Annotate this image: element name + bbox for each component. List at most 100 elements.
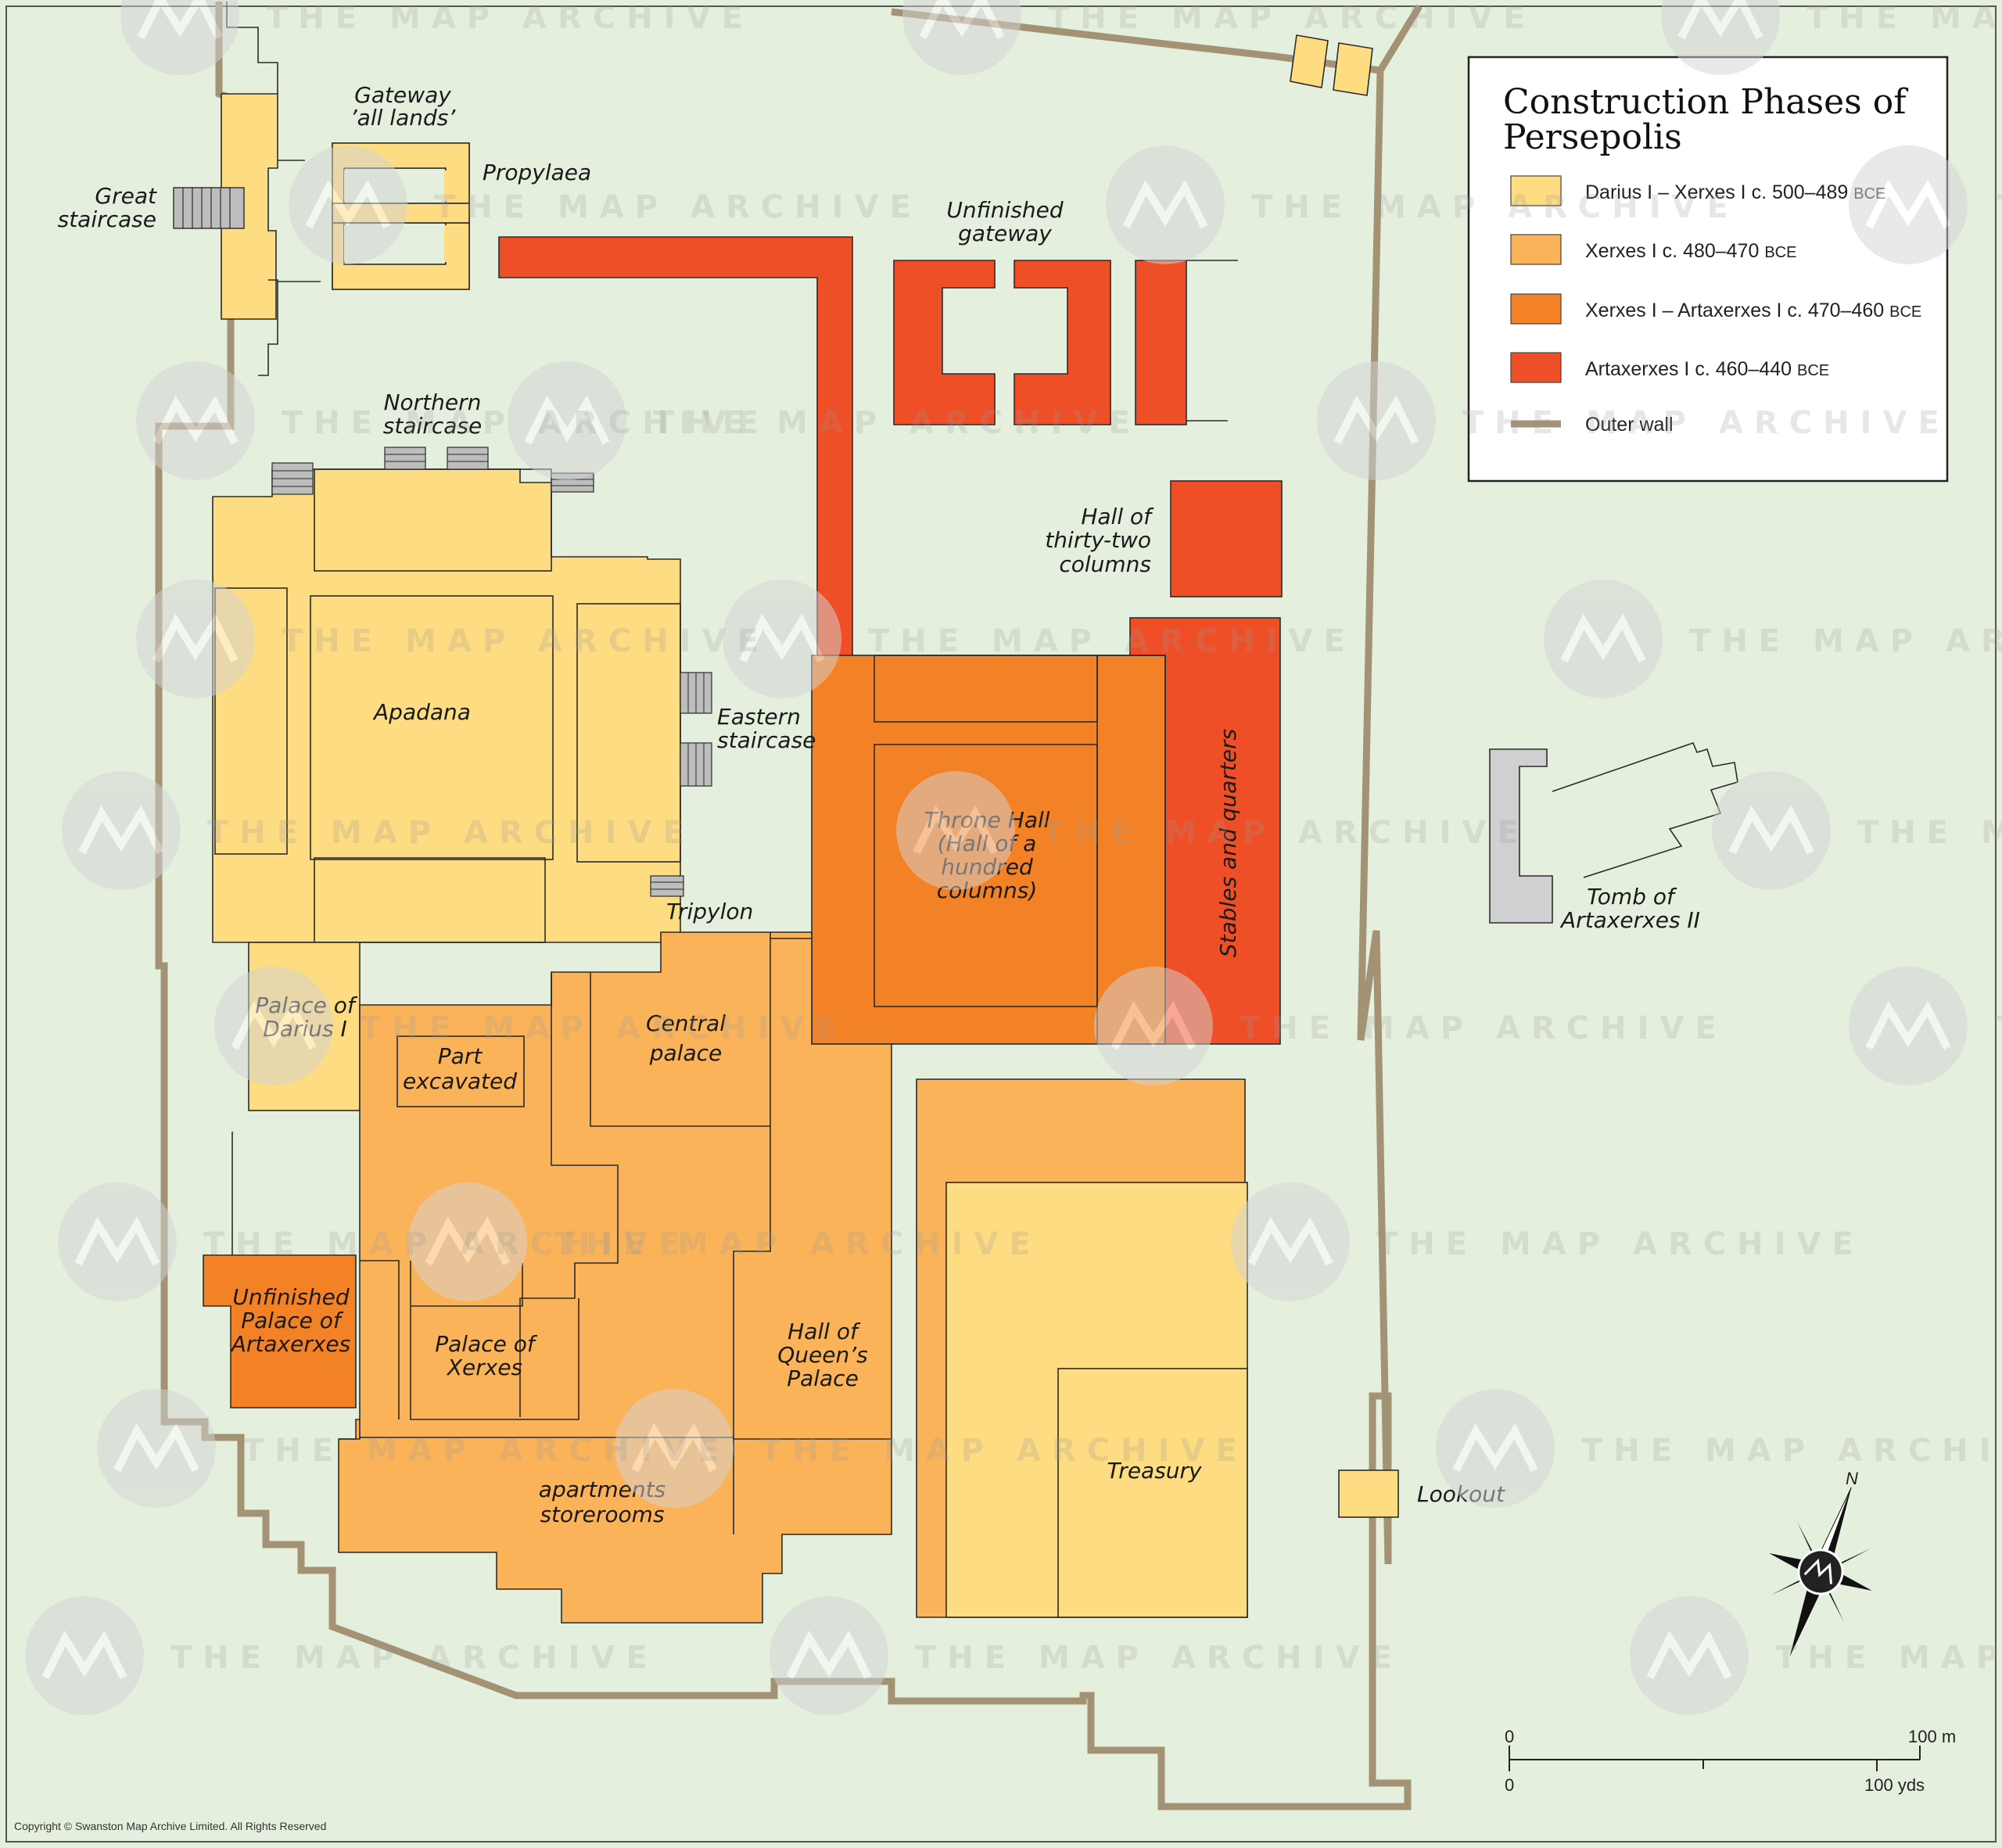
watermark-logo-icon xyxy=(1849,967,1968,1085)
scale-zero-bottom: 0 xyxy=(1505,1775,1514,1795)
label-central-sub: palace xyxy=(649,1040,723,1066)
legend-item: Outer wall xyxy=(1511,414,1674,436)
watermark-text: THE MAP ARCHIVE xyxy=(282,623,770,659)
watermark-text: THE MAP ARCHIVE xyxy=(1994,189,2002,225)
label-tripylon: Tripylon xyxy=(666,899,753,924)
watermark-logo-icon xyxy=(1106,145,1225,264)
label-queen-3: Palace xyxy=(787,1365,859,1391)
watermark-mark-icon xyxy=(631,1423,717,1473)
watermark-text: THE MAP ARCHIVE xyxy=(434,189,922,225)
legend-box xyxy=(1467,56,1949,483)
label-great: Great xyxy=(95,183,157,209)
watermark: THE MAP ARCHIVE xyxy=(136,580,770,698)
label-part: Part xyxy=(438,1043,483,1069)
label-xerxes: Palace of xyxy=(435,1331,538,1357)
watermark-mark-icon xyxy=(919,0,1005,40)
watermark: THE MAP ARCHIVE xyxy=(508,361,1141,480)
watermark-mark-icon xyxy=(425,1216,511,1266)
watermark: THE MAP ARCHIVE xyxy=(723,580,1356,698)
watermark-logo-icon xyxy=(1436,1389,1555,1508)
label-hall32-sub2: columns xyxy=(1059,551,1151,577)
watermark-mark-icon xyxy=(152,395,239,445)
label-unfinished-gateway-sub: gateway xyxy=(958,221,1052,246)
legend-swatch xyxy=(1510,234,1562,265)
watermark: THE MAP ARCHIVE xyxy=(770,1596,1392,1715)
watermark-mark-icon xyxy=(1646,1630,1732,1680)
watermark-mark-icon xyxy=(913,805,999,855)
watermark-mark-icon xyxy=(231,1000,317,1050)
outer-wall xyxy=(155,2,1423,1810)
label-gateway-sub: ’all lands’ xyxy=(350,105,457,131)
legend-swatch xyxy=(1510,175,1562,206)
watermark-text: THE MAP ARCHIVE xyxy=(1462,405,1950,441)
watermark-mark-icon xyxy=(1110,1000,1197,1050)
watermark-mark-icon xyxy=(1677,0,1763,40)
watermark-text: THE MAP ARCHIVE xyxy=(760,1433,1248,1469)
watermark: THE MAP ARCHIVE xyxy=(1849,967,2002,1085)
label-tomb: Tomb of xyxy=(1587,884,1677,910)
label-stables: Stables and quarters xyxy=(1215,729,1241,957)
watermark-mark-icon xyxy=(1122,179,1208,229)
scale-bar: 0 100 m 0 100 yds xyxy=(1505,1727,1956,1795)
legend-items: Darius I – Xerxes I c. 500–489 BCEXerxes… xyxy=(1510,175,1921,436)
watermark-mark-icon xyxy=(1865,1000,1951,1050)
watermark-text: THE MAP ARCHIVE xyxy=(1806,0,2002,36)
watermark-mark-icon xyxy=(152,613,239,663)
watermark-text: THE MAP ARCHIVE xyxy=(1689,623,2002,659)
watermark: THE MAP ARCHIVE xyxy=(1712,771,2002,890)
label-propylaea: Propylaea xyxy=(483,160,591,185)
watermark-mark-icon xyxy=(113,1423,199,1473)
label-eastern: Eastern xyxy=(717,704,801,730)
watermark-text: THE MAP ARCHIVE xyxy=(653,405,1141,441)
watermark-text: THE MAP ARCHIVE xyxy=(360,1010,848,1046)
watermark: THE MAP ARCHIVE xyxy=(902,0,1536,75)
watermark: THE MAP ARCHIVE xyxy=(58,1182,680,1301)
watermark: THE MAP ARCHIVE xyxy=(97,1389,719,1508)
watermark-logo-icon xyxy=(1094,967,1213,1085)
watermark-logo-icon xyxy=(97,1389,216,1508)
watermark-logo-icon xyxy=(1630,1596,1749,1715)
hall-of-thirty-two-columns xyxy=(1170,480,1283,597)
unfinished-gateway xyxy=(893,260,996,425)
watermark-mark-icon xyxy=(524,395,610,445)
watermark: THE MAP ARCHIVE xyxy=(289,145,922,264)
watermark-text: THE MAP ARCHIVE xyxy=(1251,189,1739,225)
watermark-logo-icon xyxy=(1231,1182,1350,1301)
watermark-text: THE MAP ARCHIVE xyxy=(1048,0,1536,36)
label-storerooms: storerooms xyxy=(540,1502,664,1527)
northern-gate-towers xyxy=(1290,34,1373,96)
label-gateway: Gateway xyxy=(354,82,451,108)
watermark: THE MAP ARCHIVE xyxy=(1661,0,2002,75)
watermark: THE MAP ARCHIVE xyxy=(1630,1596,2002,1715)
watermark-logo-icon xyxy=(508,361,626,480)
watermark-logo-icon xyxy=(896,771,1015,890)
watermark-mark-icon xyxy=(1247,1216,1333,1266)
watermark-logo-icon xyxy=(770,1596,888,1715)
watermark-logo-icon xyxy=(408,1182,527,1301)
scale-yards: 100 yds xyxy=(1864,1775,1925,1795)
watermark-mark-icon xyxy=(305,179,391,229)
treasury xyxy=(916,1078,1248,1618)
watermark-mark-icon xyxy=(1865,179,1951,229)
watermark-logo-icon xyxy=(136,361,255,480)
watermark-text: THE MAP ARCHIVE xyxy=(1994,1010,2002,1046)
watermark-logo-icon xyxy=(58,1182,177,1301)
lookout xyxy=(1338,1469,1399,1518)
legend-swatch xyxy=(1510,293,1562,325)
watermark-text: THE MAP ARCHIVE xyxy=(868,623,1356,659)
label-queen: Hall of xyxy=(788,1319,861,1344)
legend-title: Construction Phases of xyxy=(1503,82,1908,122)
label-unf-palace: Unfinished xyxy=(232,1284,349,1310)
watermark-logo-icon xyxy=(62,771,181,890)
watermark-logo-icon xyxy=(1849,145,1968,264)
watermark-logo-icon xyxy=(723,580,841,698)
watermark-logo-icon xyxy=(25,1596,144,1715)
north-label: N xyxy=(1846,1469,1858,1488)
watermark: THE MAP ARCHIVE xyxy=(62,771,684,890)
watermark-mark-icon xyxy=(1560,613,1646,663)
legend-item: Artaxerxes I c. 460–440 BCE xyxy=(1510,352,1829,383)
part-excavated xyxy=(396,1035,525,1107)
label-tomb-sub: Artaxerxes II xyxy=(1559,907,1700,933)
watermark-mark-icon xyxy=(41,1630,127,1680)
